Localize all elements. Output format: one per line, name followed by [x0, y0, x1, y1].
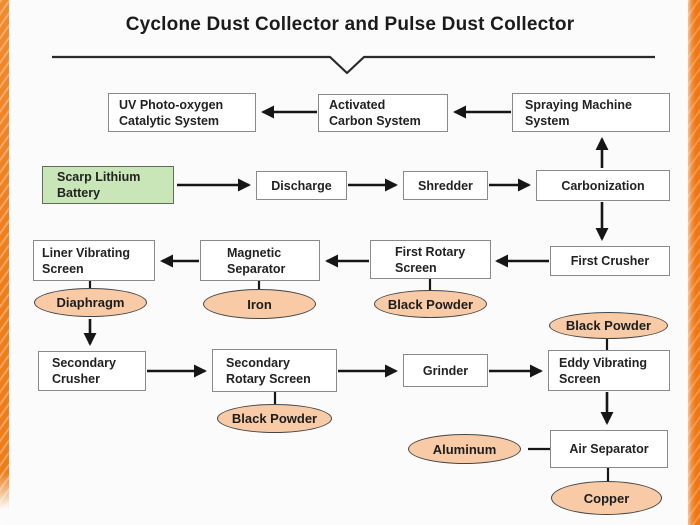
- output-copper: Copper: [551, 481, 662, 515]
- node-liner-vibrating-screen: Liner Vibrating Screen: [33, 240, 155, 281]
- right-accent-border: [688, 0, 700, 525]
- output-iron: Iron: [203, 289, 316, 319]
- node-first-rotary-screen: First Rotary Screen: [370, 240, 491, 279]
- output-black-powder-eddy: Black Powder: [549, 312, 668, 339]
- node-carbonization: Carbonization: [536, 170, 670, 201]
- node-eddy-vibrating-screen: Eddy Vibrating Screen: [548, 350, 670, 391]
- node-scarp-lithium-battery: Scarp Lithium Battery: [42, 166, 174, 204]
- node-secondary-rotary-screen: Secondary Rotary Screen: [212, 349, 337, 392]
- node-air-separator: Air Separator: [550, 430, 668, 468]
- page-title: Cyclone Dust Collector and Pulse Dust Co…: [125, 14, 575, 35]
- node-grinder: Grinder: [403, 354, 488, 387]
- connector-lines: [88, 276, 610, 486]
- node-first-crusher: First Crusher: [550, 246, 670, 276]
- output-diaphragm: Diaphragm: [34, 288, 147, 317]
- output-black-powder-secondary-rotary: Black Powder: [217, 404, 332, 433]
- left-accent-border: [0, 0, 9, 525]
- output-black-powder-first-rotary: Black Powder: [374, 290, 487, 318]
- output-aluminum: Aluminum: [408, 434, 521, 464]
- arrows: [83, 105, 614, 425]
- node-secondary-crusher: Secondary Crusher: [38, 351, 146, 391]
- node-discharge: Discharge: [256, 171, 347, 200]
- node-spraying-machine-system: Spraying Machine System: [512, 93, 670, 132]
- node-magnetic-separator: Magnetic Separator: [200, 240, 320, 281]
- title-brace: [52, 55, 655, 75]
- node-uv-photo-oxygen-catalytic-system: UV Photo-oxygen Catalytic System: [108, 93, 256, 132]
- node-shredder: Shredder: [403, 171, 488, 200]
- node-activated-carbon-system: Activated Carbon System: [318, 94, 448, 132]
